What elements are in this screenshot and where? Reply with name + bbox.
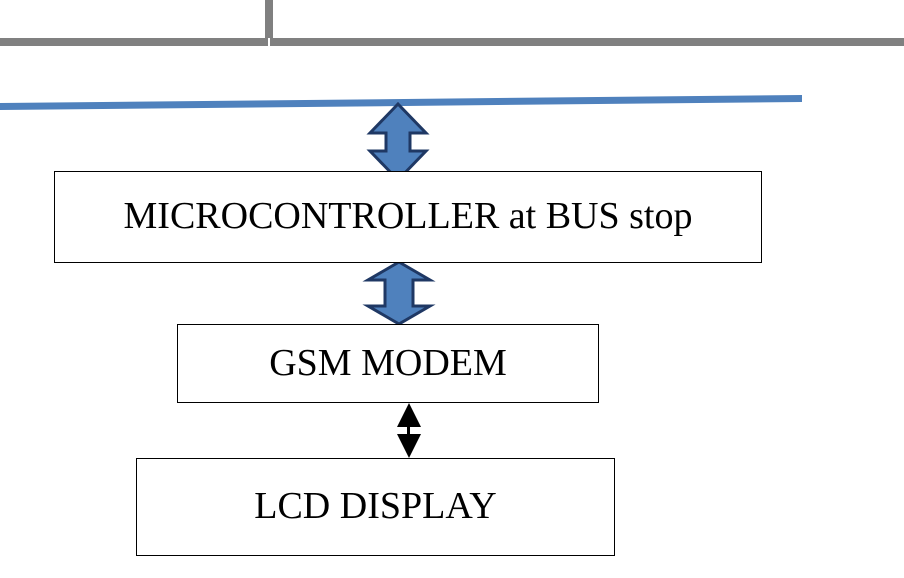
- bidirectional-block-arrow-icon: [362, 260, 436, 326]
- lcd-display-block: LCD DISPLAY: [136, 458, 615, 556]
- microcontroller-block: MICROCONTROLLER at BUS stop: [54, 171, 762, 263]
- bus-line: [0, 95, 802, 110]
- gsm-modem-block: GSM MODEM: [177, 324, 599, 403]
- bidirectional-block-arrow-icon: [366, 101, 430, 183]
- microcontroller-label: MICROCONTROLLER at BUS stop: [123, 195, 693, 237]
- gsm-modem-label: GSM MODEM: [269, 341, 507, 384]
- page-header-rule-horizontal: [0, 38, 904, 46]
- lcd-display-label: LCD DISPLAY: [254, 485, 497, 527]
- page-header-rule-vertical: [265, 0, 273, 46]
- bidirectional-arrow-icon: [397, 403, 421, 458]
